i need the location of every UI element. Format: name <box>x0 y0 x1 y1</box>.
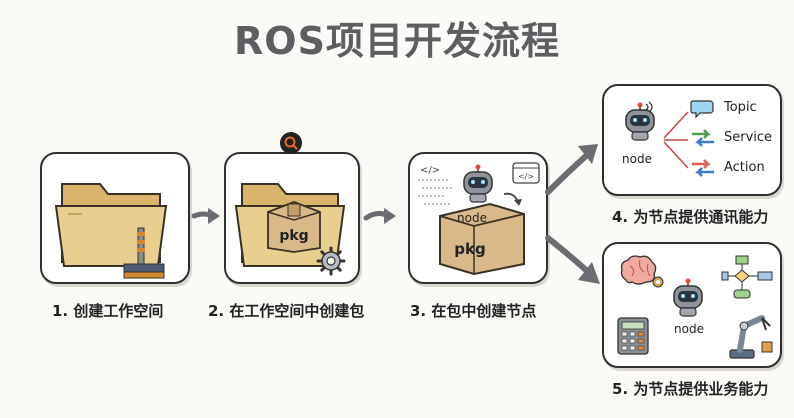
lines-decoration <box>663 111 689 169</box>
gear-icon <box>652 276 664 288</box>
node-label: node <box>457 211 487 225</box>
robot-arm-icon <box>729 315 773 359</box>
robot-icon <box>625 101 655 141</box>
package-box-icon: node pkg <box>439 202 525 276</box>
step-1-label: 1. 创建工作空间 <box>52 302 164 320</box>
step-3-label: 3. 在包中创建节点 <box>410 302 537 320</box>
topic-label: Topic <box>724 100 757 115</box>
arrow-up-icon <box>545 144 598 195</box>
package-box-icon: pkg <box>267 201 321 253</box>
arrow-2-icon <box>363 208 396 224</box>
node-label: node <box>674 322 704 336</box>
svg-text:</>: </> <box>420 165 440 176</box>
code-lines-decoration <box>418 179 454 205</box>
step-4-label: 4. 为节点提供通讯能力 <box>612 208 769 226</box>
step-2-label: 2. 在工作空间中创建包 <box>208 302 365 320</box>
code-window-icon: </> <box>512 162 540 184</box>
brain-icon <box>620 255 657 285</box>
step-1-card <box>40 152 190 284</box>
arrow-1-icon <box>191 208 220 224</box>
node-label: node <box>622 152 652 166</box>
gear-icon <box>316 246 346 276</box>
flowchart-icon <box>721 255 773 299</box>
page-title: ROS项目开发流程 <box>234 19 560 63</box>
action-arrows-icon <box>692 159 714 177</box>
swap-arrows-icon <box>692 129 714 147</box>
step-2-card: pkg <box>224 152 360 284</box>
robot-icon <box>673 278 703 317</box>
action-label: Action <box>724 160 765 175</box>
step-3-card: </> </> node pkg <box>408 152 548 284</box>
step-4-card: node Topic Service Action <box>602 84 782 196</box>
pkg-label: pkg <box>279 228 308 244</box>
service-label: Service <box>724 130 773 145</box>
tripod-icon <box>123 227 165 279</box>
chat-bubble-icon <box>690 100 714 119</box>
search-icon[interactable] <box>280 132 302 154</box>
step-5-card: node <box>602 242 782 368</box>
calculator-icon <box>617 317 649 355</box>
arrow-down-icon <box>545 235 600 284</box>
svg-text:</>: </> <box>518 172 534 181</box>
curved-arrow-icon <box>503 192 522 206</box>
step-5-label: 5. 为节点提供业务能力 <box>612 380 769 398</box>
pkg-label: pkg <box>454 240 485 258</box>
code-tag-icon: </> <box>420 165 440 176</box>
robot-icon <box>463 164 493 203</box>
